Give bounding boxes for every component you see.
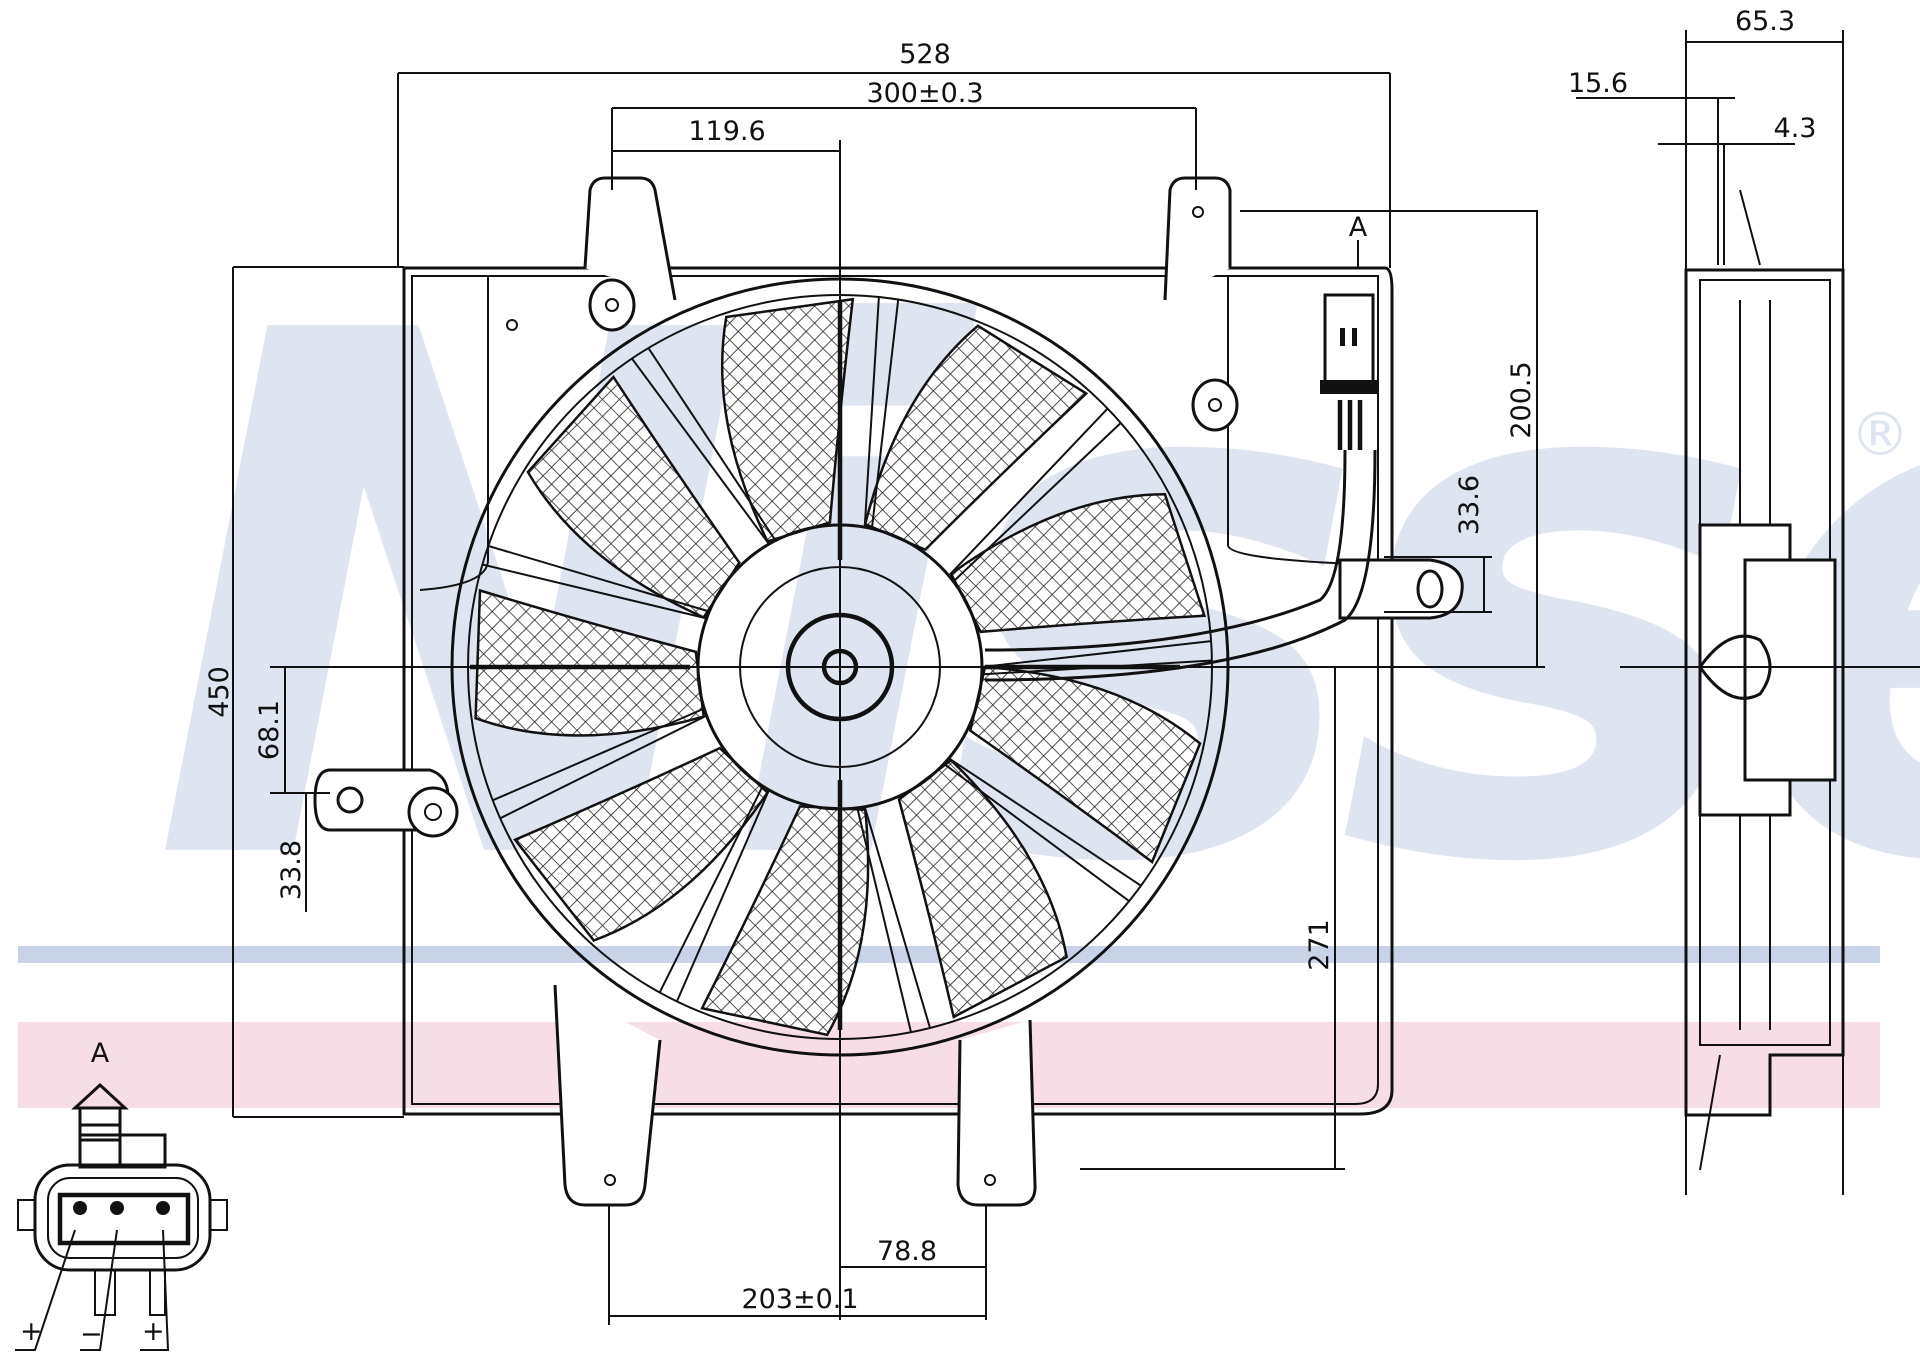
fan-strut	[658, 785, 770, 1002]
fan-strut	[482, 544, 710, 620]
dim-side-b: 4.3	[1774, 113, 1817, 144]
dim-right-vertical: 200.5	[1506, 361, 1537, 438]
fan-rotor	[450, 277, 1230, 1057]
dim-top-offset: 119.6	[688, 116, 765, 147]
dim-top-mount-spacing: 300±0.3	[866, 78, 983, 109]
harness-connector	[1323, 293, 1375, 392]
view-marker: A	[1349, 212, 1368, 243]
dim-bottom-offset: 78.8	[877, 1236, 937, 1267]
fan-blade	[863, 324, 1089, 552]
connector-view-label: A	[91, 1038, 110, 1069]
fan-blade	[474, 588, 706, 737]
fan-blade	[897, 758, 1068, 1019]
dim-lower-height: 271	[1304, 919, 1335, 971]
fan-blade	[720, 297, 855, 543]
fan-blade	[949, 492, 1207, 634]
pin-label-2: −	[80, 1319, 103, 1350]
connector-detail: A + − +	[15, 1038, 228, 1351]
dim-overall-height: 450	[204, 666, 235, 718]
dim-left-bracket-offset: 33.8	[276, 840, 307, 900]
dim-left-bracket-height: 68.1	[254, 700, 285, 760]
fan-blade	[513, 746, 770, 942]
dim-bottom-mount-spacing: 203±0.1	[741, 1284, 858, 1315]
svg-text:®: ®	[1850, 400, 1910, 470]
center-lines	[270, 140, 1350, 1320]
pin-label-3: +	[142, 1316, 165, 1347]
dim-right-bracket-offset: 33.6	[1454, 475, 1485, 535]
dim-overall-width: 528	[899, 39, 951, 70]
fan-strut	[492, 707, 708, 820]
side-view	[1576, 30, 1920, 1195]
pin-label-1: +	[20, 1316, 43, 1347]
cable-harness	[984, 293, 1378, 682]
fan-strut	[856, 806, 931, 1033]
shroud	[313, 176, 1464, 1207]
pink-band	[18, 1022, 1880, 1108]
fan-blade	[700, 805, 870, 1037]
fan-strut	[863, 296, 900, 529]
fan-strut	[631, 347, 777, 545]
fan-strut	[948, 407, 1122, 583]
dim-side-a: 15.6	[1568, 68, 1628, 99]
dimension-lines	[232, 72, 1545, 1325]
fan-strut	[943, 757, 1142, 902]
dim-depth: 65.3	[1735, 6, 1795, 37]
fan-blade	[526, 374, 741, 619]
